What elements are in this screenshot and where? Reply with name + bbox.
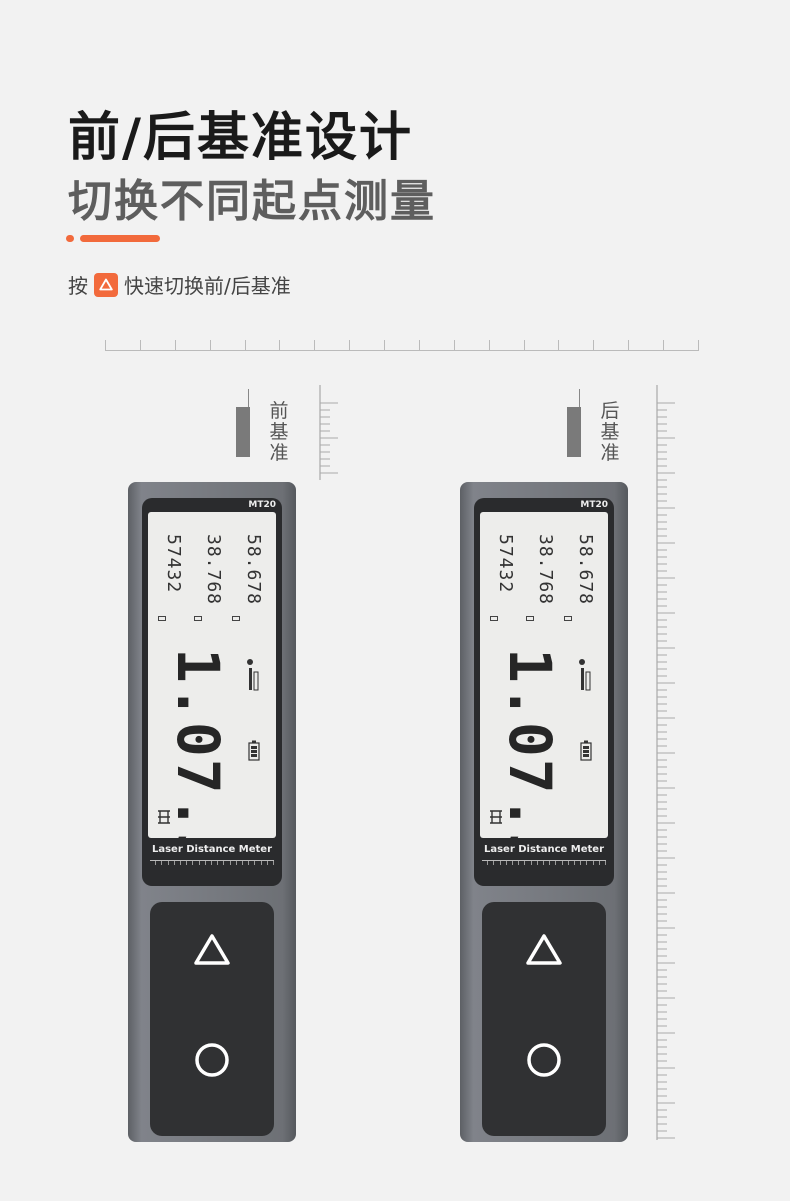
unit-icon (564, 616, 572, 621)
reference-toggle-button[interactable] (522, 928, 566, 972)
model-label: MT20 (248, 500, 276, 510)
device-scale (150, 860, 275, 866)
reading-3: 58.678 (575, 534, 596, 606)
circle-icon (195, 1043, 229, 1077)
triangle-icon (194, 934, 230, 965)
device-caption: Laser Distance Meter (151, 844, 272, 855)
circle-icon (527, 1043, 561, 1077)
lcd-screen: 57432 38.768 58.678 1.07.585 (148, 512, 276, 838)
lcd-screen: 57432 38.768 58.678 1.07.585 (480, 512, 608, 838)
reading-2: 38.768 (535, 534, 556, 606)
reading-1: 57432 (163, 534, 184, 594)
button-pad (150, 902, 274, 1136)
unit-icon (194, 616, 202, 621)
accent-bar (80, 235, 160, 242)
unit-icon (526, 616, 534, 621)
page-title: 前/后基准设计 (68, 108, 413, 168)
unit-icon (490, 616, 498, 621)
model-label: MT20 (580, 500, 608, 510)
front-side-ruler (319, 385, 338, 480)
main-reading: 1.07.585 (496, 648, 564, 838)
triangle-key-icon (94, 272, 118, 297)
button-pad (482, 902, 606, 1136)
front-reference-label: 前基准 (269, 400, 289, 464)
instruction: 按 快速切换前/后基准 (68, 270, 291, 299)
unit-icon (158, 616, 166, 621)
main-reading: 1.07.585 (164, 648, 232, 838)
device-scale (482, 860, 607, 866)
accent-dot (66, 235, 74, 242)
distance-meter-rear: MT20 57432 38.768 58.678 1.07.585 Laser … (460, 482, 628, 1142)
measure-button[interactable] (522, 1038, 566, 1082)
device-caption: Laser Distance Meter (483, 844, 604, 855)
reference-mode-icon (247, 659, 259, 691)
page-subtitle: 切换不同起点测量 (68, 176, 436, 227)
reading-2: 38.768 (203, 534, 224, 606)
distance-meter-front: MT20 57432 38.768 58.678 1.07.585 Laser … (128, 482, 296, 1142)
reference-toggle-button[interactable] (190, 928, 234, 972)
battery-icon (248, 740, 260, 761)
reading-3: 58.678 (243, 534, 264, 606)
horizontal-ruler (105, 340, 699, 351)
laser-icon (158, 810, 170, 824)
measure-button[interactable] (190, 1038, 234, 1082)
instruction-prefix: 按 (68, 274, 88, 298)
display-bezel: MT20 57432 38.768 58.678 1.07.585 Laser … (142, 498, 282, 886)
triangle-icon (526, 934, 562, 965)
rear-reference-label: 后基准 (600, 400, 620, 464)
battery-icon (580, 740, 592, 761)
unit-icon (232, 616, 240, 621)
laser-icon (490, 810, 502, 824)
display-bezel: MT20 57432 38.768 58.678 1.07.585 Laser … (474, 498, 614, 886)
rear-side-ruler (656, 385, 675, 1140)
reading-1: 57432 (495, 534, 516, 594)
reference-mode-icon (579, 659, 591, 691)
instruction-suffix: 快速切换前/后基准 (124, 274, 291, 298)
